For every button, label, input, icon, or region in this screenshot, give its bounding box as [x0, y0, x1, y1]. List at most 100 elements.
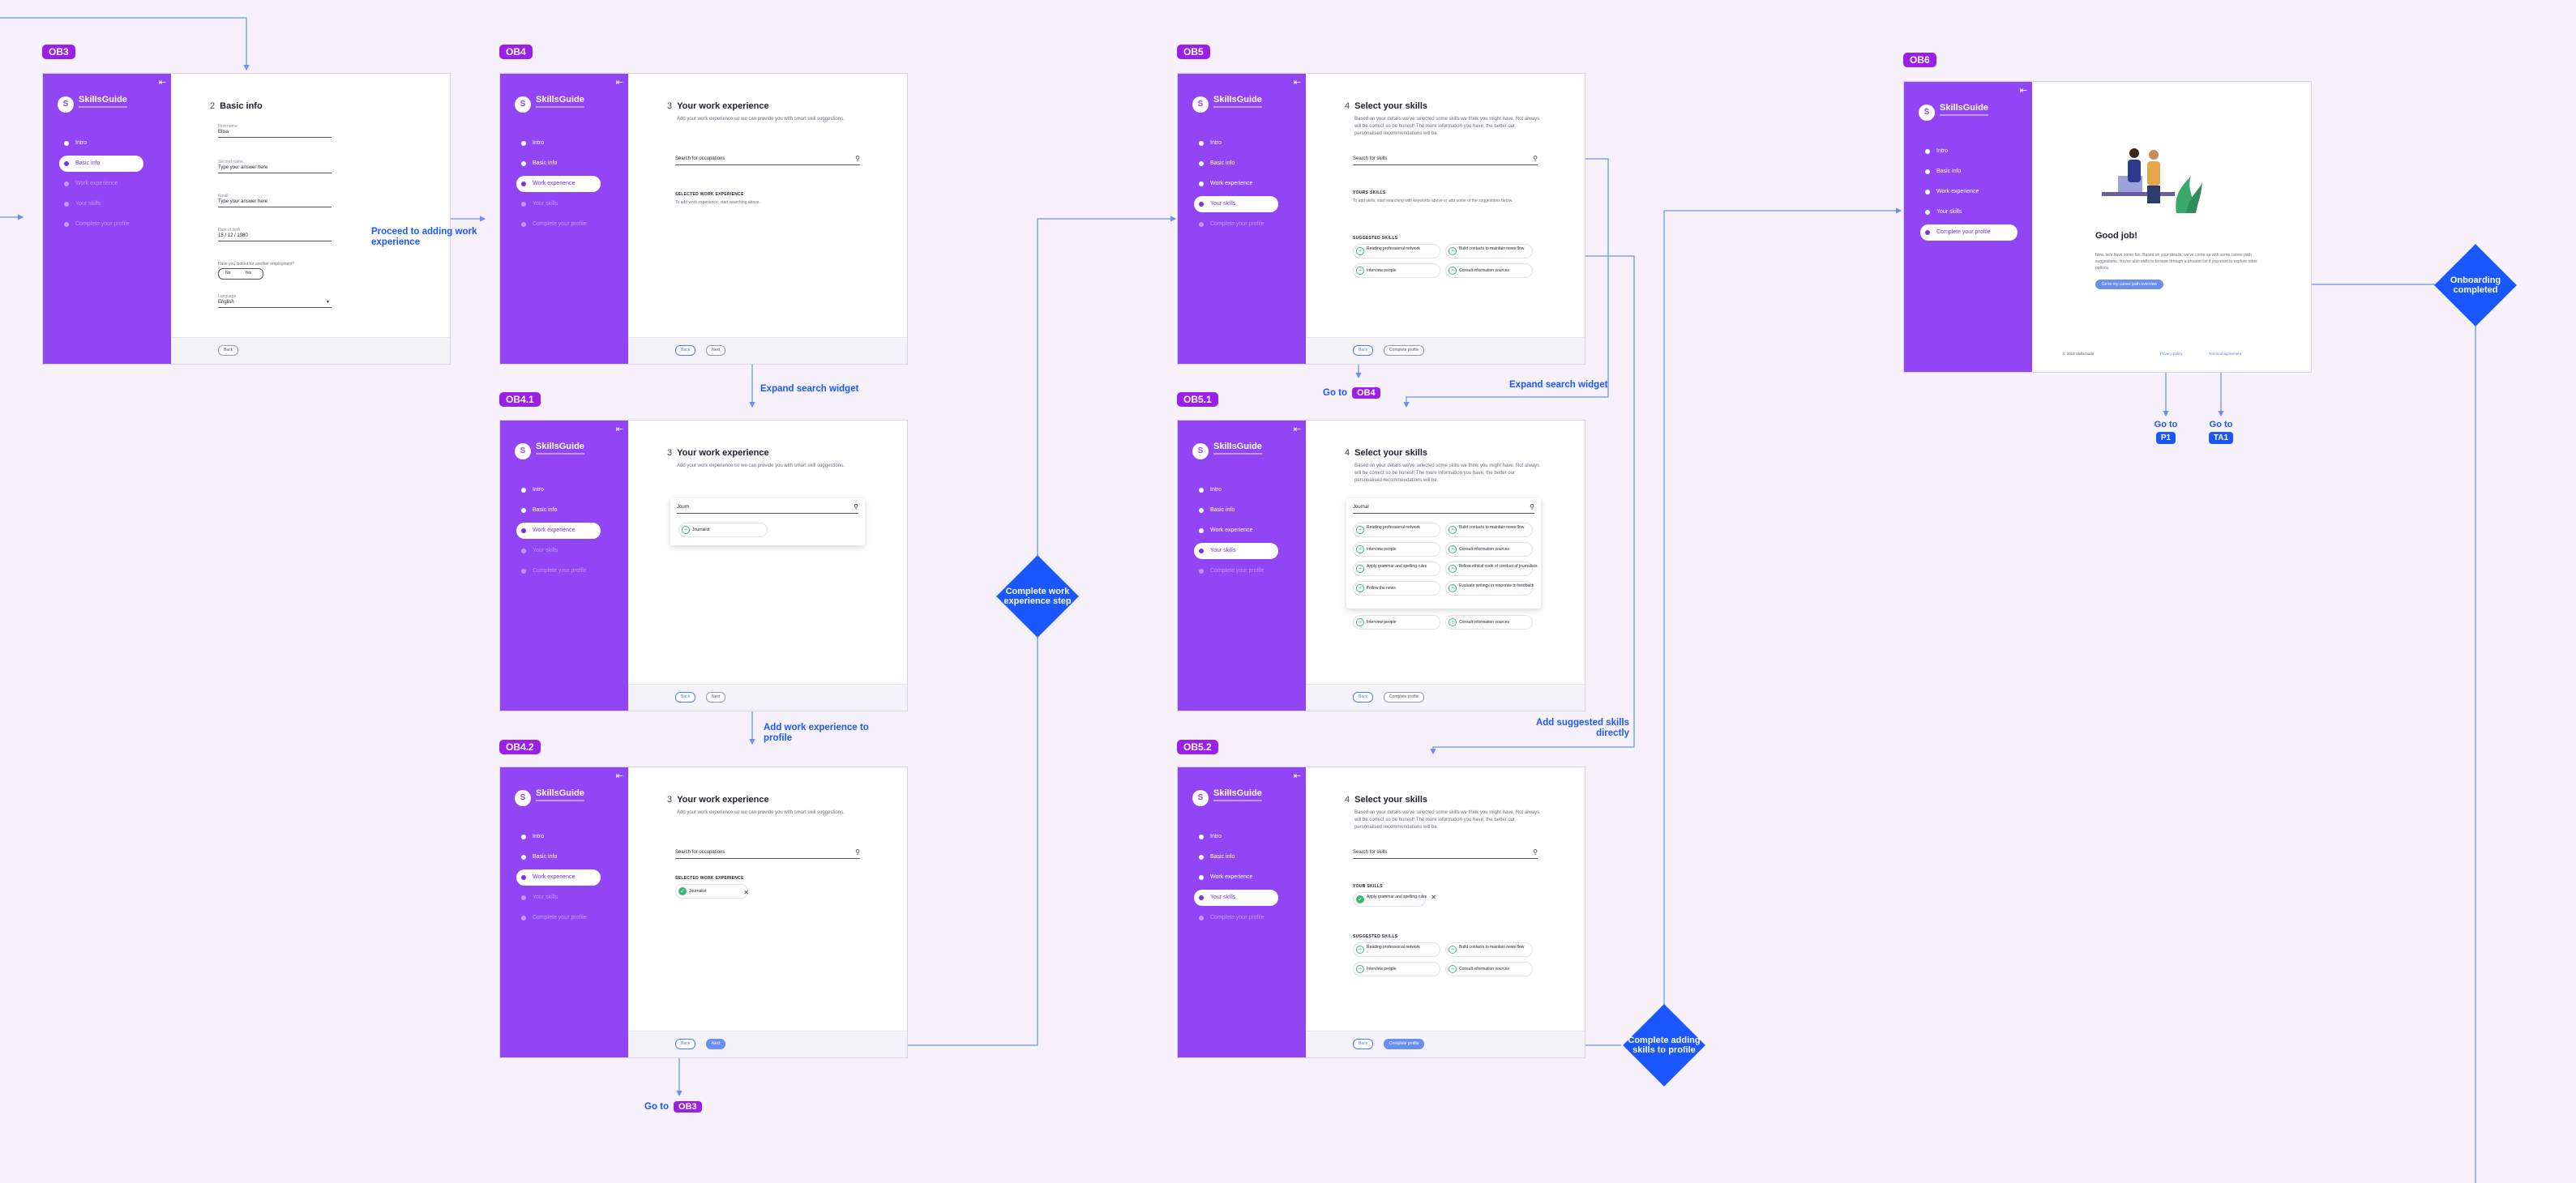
skill-chip[interactable]: +Reading professional network: [1353, 244, 1440, 258]
nav-item-intro[interactable]: Intro: [1920, 143, 2026, 160]
close-icon[interactable]: ✕: [743, 889, 749, 896]
skill-chip[interactable]: +Apply grammar and spelling rules: [1353, 562, 1440, 576]
skill-chip[interactable]: +Interview people: [1353, 962, 1440, 976]
nav-item-work-experience[interactable]: Work experience: [516, 869, 601, 886]
nav-item-your-skills[interactable]: Your skills: [516, 890, 622, 906]
back-button[interactable]: Back: [675, 345, 696, 356]
collapse-arrow-icon[interactable]: ⇤: [1293, 78, 1301, 88]
nav-item-work-experience[interactable]: Work experience: [1194, 176, 1299, 192]
next-button[interactable]: Next: [706, 345, 726, 356]
nav-item-complete-profile[interactable]: Complete your profile: [1194, 216, 1299, 233]
nav-item-complete-profile[interactable]: Complete your profile: [516, 216, 622, 233]
close-icon[interactable]: ✕: [1431, 894, 1436, 901]
result-chip-journalist[interactable]: +Journalist: [678, 523, 768, 537]
nav-item-your-skills[interactable]: Your skills: [1920, 204, 2026, 220]
goto-tag-p1[interactable]: P1: [2155, 432, 2176, 444]
nav-item-work-experience[interactable]: Work experience: [1920, 184, 2026, 200]
skill-chip[interactable]: +Evaluate writings in response to feedba…: [1445, 581, 1534, 596]
back-button[interactable]: Back: [675, 1039, 696, 1049]
skill-search-input[interactable]: Search for skills⚲: [1353, 848, 1538, 859]
nav-item-your-skills[interactable]: Your skills: [516, 196, 622, 212]
nav-item-basic-info[interactable]: Basic info: [1920, 164, 2026, 180]
nav-item-work-experience[interactable]: Work experience: [1194, 523, 1299, 539]
nav-item-intro[interactable]: Intro: [516, 829, 622, 845]
nav-item-basic-info[interactable]: Basic info: [1194, 502, 1299, 519]
occupation-search-input[interactable]: Journ⚲: [677, 503, 858, 514]
complete-profile-button[interactable]: Complete profile: [1384, 692, 1425, 703]
skill-chip[interactable]: +Interview people: [1353, 615, 1440, 630]
collapse-arrow-icon[interactable]: ⇤: [2019, 86, 2027, 96]
nav-item-intro[interactable]: Intro: [516, 482, 622, 498]
skill-chip[interactable]: +Reading professional network: [1353, 942, 1440, 957]
collapse-arrow-icon[interactable]: ⇤: [158, 78, 166, 88]
nav-item-basic-info[interactable]: Basic info: [516, 502, 622, 519]
skill-chip[interactable]: +Reading professional network: [1353, 523, 1440, 537]
skill-search-input[interactable]: Journal⚲: [1353, 503, 1534, 514]
nav-item-your-skills[interactable]: Your skills: [1194, 196, 1278, 212]
nav-item-intro[interactable]: Intro: [59, 135, 165, 152]
nav-item-your-skills[interactable]: Your skills: [1194, 543, 1278, 559]
nav-item-basic-info[interactable]: Basic info: [1194, 849, 1299, 865]
skill-chip[interactable]: +Interview people: [1353, 542, 1440, 557]
nav-item-complete-profile[interactable]: Complete your profile: [59, 216, 165, 233]
skill-search-input[interactable]: Search for skills⚲: [1353, 155, 1538, 165]
toggle-no[interactable]: No: [225, 271, 231, 275]
skill-chip[interactable]: +Consult information sources: [1445, 542, 1533, 557]
nav-item-your-skills[interactable]: Your skills: [516, 543, 622, 559]
back-button[interactable]: Back: [1353, 692, 1374, 703]
nav-item-basic-info[interactable]: Basic info: [59, 156, 143, 172]
skill-chip[interactable]: +Consult information sources: [1445, 263, 1533, 278]
collapse-arrow-icon[interactable]: ⇤: [615, 78, 623, 88]
skill-chip[interactable]: +Consult information sources: [1445, 962, 1533, 976]
complete-profile-button[interactable]: Complete profile: [1384, 1039, 1425, 1049]
skill-chip[interactable]: +Interview people: [1353, 263, 1440, 278]
nav-item-intro[interactable]: Intro: [516, 135, 622, 152]
nav-item-basic-info[interactable]: Basic info: [516, 156, 622, 172]
nav-item-intro[interactable]: Intro: [1194, 482, 1299, 498]
nav-item-basic-info[interactable]: Basic info: [1194, 156, 1299, 172]
next-button[interactable]: Next: [706, 1039, 726, 1049]
nav-item-work-experience[interactable]: Work experience: [59, 176, 165, 192]
collapse-arrow-icon[interactable]: ⇤: [615, 425, 623, 434]
privacy-policy-link[interactable]: Privacy policy: [2160, 352, 2183, 356]
employment-toggle[interactable]: No Yes: [218, 268, 263, 280]
skill-chip[interactable]: +Build contacts to maintain news flow: [1445, 244, 1533, 258]
goto-tag-ta1[interactable]: TA1: [2208, 432, 2234, 444]
skill-chip[interactable]: +Follow ethical code of conduct of journ…: [1445, 562, 1537, 576]
collapse-arrow-icon[interactable]: ⇤: [1293, 425, 1301, 434]
nav-item-complete-profile[interactable]: Complete your profile: [1194, 563, 1299, 579]
goto-tag-ob3[interactable]: OB3: [674, 1101, 702, 1113]
occupation-search-input[interactable]: Search for occupations⚲: [675, 848, 860, 859]
career-path-button[interactable]: Go to my career path overview: [2095, 280, 2164, 289]
goto-tag-ob4[interactable]: OB4: [1352, 387, 1380, 399]
nav-item-your-skills[interactable]: Your skills: [59, 196, 165, 212]
occupation-search-input[interactable]: Search for occupations⚲: [675, 155, 860, 165]
nav-item-complete-profile[interactable]: Complete your profile: [516, 563, 622, 579]
back-button[interactable]: Back: [675, 692, 696, 703]
nav-item-work-experience[interactable]: Work experience: [516, 176, 601, 192]
collapse-arrow-icon[interactable]: ⇤: [1293, 771, 1301, 781]
toggle-yes[interactable]: Yes: [245, 271, 252, 275]
skill-chip[interactable]: +Build contacts to maintain news flow: [1445, 523, 1533, 537]
terms-link[interactable]: Terms of agreement: [2209, 352, 2242, 356]
nav-item-intro[interactable]: Intro: [1194, 829, 1299, 845]
back-button[interactable]: Back: [1353, 1039, 1374, 1049]
next-button[interactable]: Next: [706, 692, 726, 703]
skill-chip[interactable]: +Consult information sources: [1445, 615, 1533, 630]
nav-item-complete-profile[interactable]: Complete your profile: [516, 910, 622, 926]
nav-item-basic-info[interactable]: Basic info: [516, 849, 622, 865]
nav-item-work-experience[interactable]: Work experience: [1194, 869, 1299, 886]
nav-item-your-skills[interactable]: Your skills: [1194, 890, 1278, 906]
complete-profile-button[interactable]: Complete profile: [1384, 345, 1425, 356]
nav-item-work-experience[interactable]: Work experience: [516, 523, 601, 539]
back-button[interactable]: Back: [218, 345, 239, 356]
skill-chip[interactable]: +Build contacts to maintain news flow: [1445, 942, 1533, 957]
back-button[interactable]: Back: [1353, 345, 1374, 356]
nav-item-intro[interactable]: Intro: [1194, 135, 1299, 152]
collapse-arrow-icon[interactable]: ⇤: [615, 771, 623, 781]
